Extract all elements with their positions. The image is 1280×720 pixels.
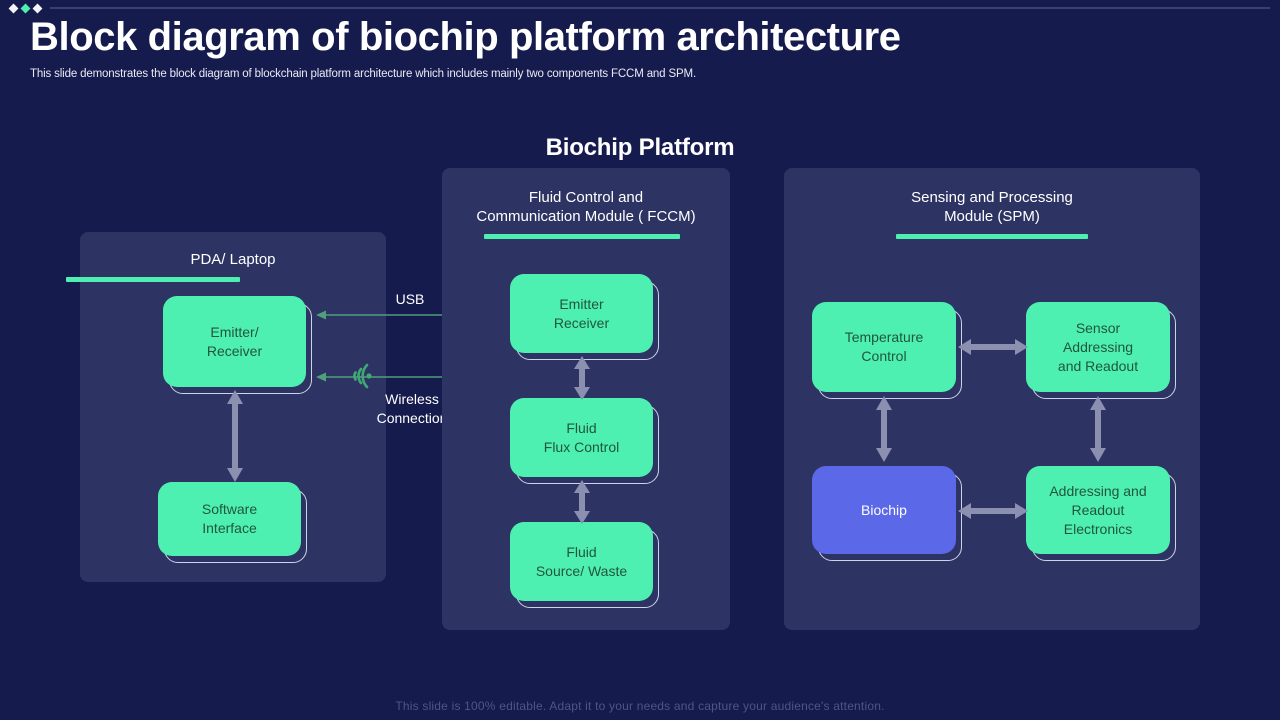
node-label-wrap: Software Interface xyxy=(158,482,301,556)
diamond-icon xyxy=(20,3,31,13)
connection-label-wireless: Wireless Connection xyxy=(352,390,472,428)
node-label-line1: Sensor xyxy=(1075,319,1121,336)
arrow-biochip-to-addressing xyxy=(958,502,1028,520)
node-emitter-receiver-pda[interactable]: Emitter/ Receiver xyxy=(163,296,312,394)
node-label-wrap: Emitter Receiver xyxy=(510,274,653,353)
arrow-flux-to-source xyxy=(571,480,593,524)
node-label-line1: Temperature xyxy=(844,329,924,345)
node-label-wrap: Fluid Source/ Waste xyxy=(510,522,653,601)
arrow-emitter-to-flux xyxy=(571,356,593,400)
arrow-emitter-to-software xyxy=(224,390,246,482)
node-emitter-receiver-fccm[interactable]: Emitter Receiver xyxy=(510,274,659,360)
arrow-temp-to-sensor xyxy=(958,338,1028,356)
diagram-title: Biochip Platform xyxy=(545,134,735,161)
header-decoration xyxy=(8,2,1270,14)
connection-label-usb: USB xyxy=(395,291,425,307)
arrow-temp-to-biochip xyxy=(873,396,895,462)
node-label-line2: Source/ Waste xyxy=(535,562,628,579)
header-divider xyxy=(50,7,1270,9)
node-label-line1: Biochip xyxy=(861,501,907,518)
node-label-wrap: Addressing and Readout Electronics xyxy=(1026,466,1170,554)
node-temperature-control[interactable]: Temperature Control xyxy=(812,302,962,399)
node-biochip[interactable]: Biochip xyxy=(812,466,962,561)
node-label-line1: Emitter/ xyxy=(210,323,259,340)
page-title: Block diagram of biochip platform archit… xyxy=(30,15,901,59)
node-label-wrap: Temperature Control xyxy=(812,302,956,392)
footer-note: This slide is 100% editable. Adapt it to… xyxy=(395,699,885,713)
panel-pda-underline xyxy=(66,277,240,282)
node-label-line2: Flux Control xyxy=(543,438,620,455)
diamond-icon xyxy=(32,3,43,13)
node-label-line1: Software xyxy=(201,501,258,517)
node-addressing-readout-electronics[interactable]: Addressing and Readout Electronics xyxy=(1026,466,1176,561)
node-label-line3: Electronics xyxy=(1063,520,1133,537)
panel-spm-underline xyxy=(896,234,1088,239)
node-label-line1: Addressing and xyxy=(1049,482,1147,499)
node-software-interface[interactable]: Software Interface xyxy=(158,482,307,563)
node-label-wrap: Fluid Flux Control xyxy=(510,398,653,477)
node-label-line2: Addressing xyxy=(1062,338,1134,355)
panel-fccm-heading-line1: Fluid Control and xyxy=(528,189,644,206)
node-fluid-flux-control[interactable]: Fluid Flux Control xyxy=(510,398,659,484)
node-fluid-source-waste[interactable]: Fluid Source/ Waste xyxy=(510,522,659,608)
node-label-wrap: Biochip xyxy=(812,466,956,554)
panel-fccm-heading: Fluid Control and Communication Module (… xyxy=(442,188,730,226)
page-subtitle: This slide demonstrates the block diagra… xyxy=(30,68,696,80)
panel-pda-heading: PDA/ Laptop xyxy=(190,251,276,268)
panel-spm-heading-line1: Sensing and Processing xyxy=(911,189,1073,206)
panel-spm-heading-line2: Module (SPM) xyxy=(944,208,1040,225)
node-label-line1: Fluid xyxy=(566,543,597,560)
node-label-line1: Emitter xyxy=(559,295,604,312)
panel-fccm-underline xyxy=(484,234,680,239)
node-label-line1: Fluid xyxy=(566,419,597,436)
wireless-label-line2: Connection xyxy=(376,410,448,426)
panel-spm-heading: Sensing and Processing Module (SPM) xyxy=(784,188,1200,226)
node-label-line2: Interface xyxy=(202,520,257,536)
node-label-line2: Readout xyxy=(1071,501,1125,518)
panel-fccm-heading-line2: Communication Module ( FCCM) xyxy=(476,208,696,225)
diamond-icon xyxy=(8,3,19,13)
node-label-line2: Receiver xyxy=(553,314,610,331)
node-label-wrap: Sensor Addressing and Readout xyxy=(1026,302,1170,392)
node-sensor-addressing-readout[interactable]: Sensor Addressing and Readout xyxy=(1026,302,1176,399)
wireless-label-line1: Wireless xyxy=(385,391,439,407)
node-label-wrap: Emitter/ Receiver xyxy=(163,296,306,387)
arrow-sensor-to-addressing xyxy=(1087,396,1109,462)
node-label-line3: and Readout xyxy=(1057,357,1139,374)
wireless-signal-icon xyxy=(337,358,375,399)
node-label-line2: Receiver xyxy=(206,342,263,359)
node-label-line2: Control xyxy=(861,348,907,364)
